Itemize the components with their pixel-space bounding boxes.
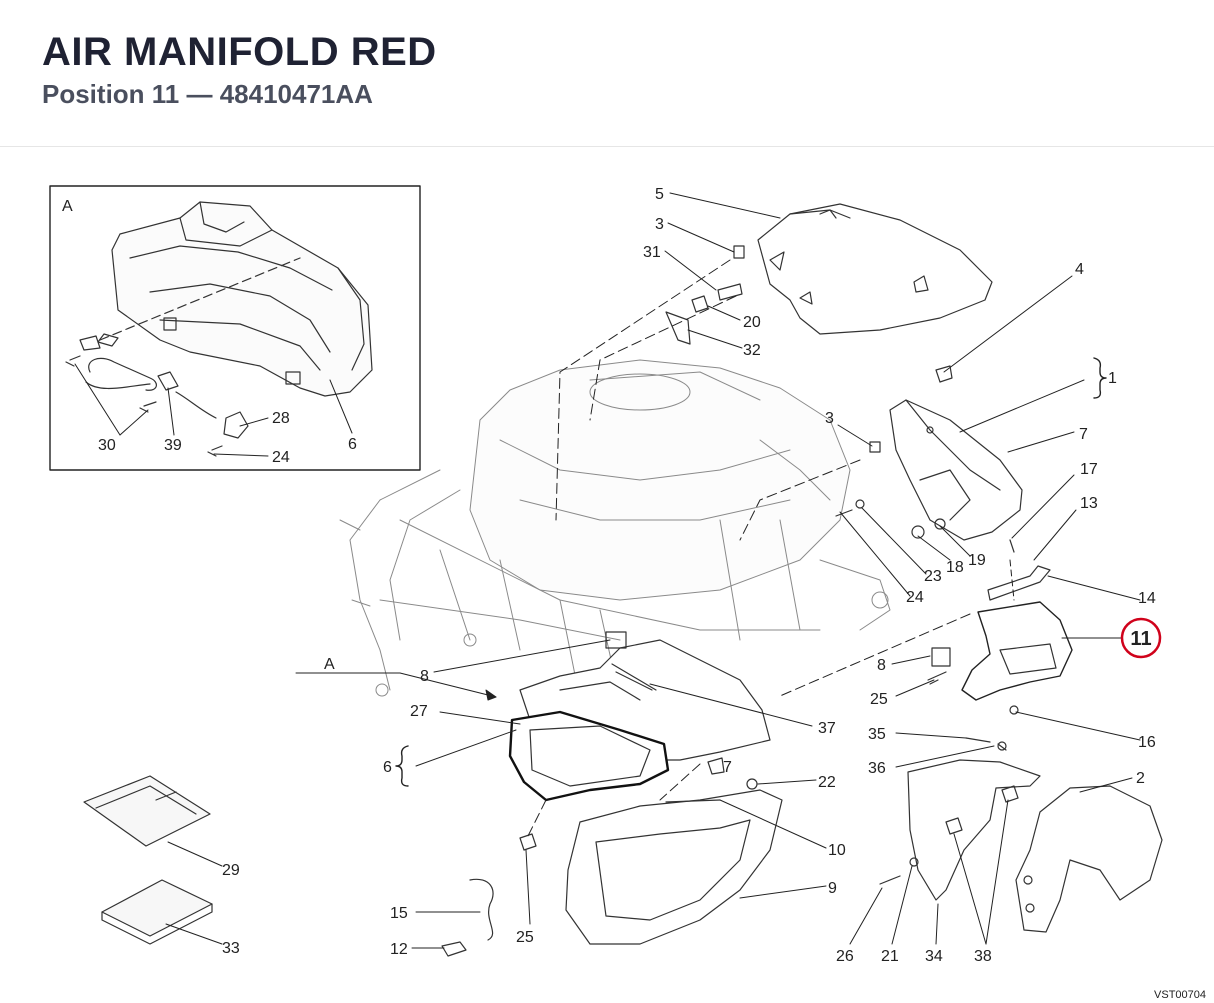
inset-label: A bbox=[62, 198, 73, 215]
callout-7[interactable]: 7 bbox=[723, 759, 732, 776]
callout-5[interactable]: 5 bbox=[655, 186, 664, 203]
callout-30[interactable]: 30 bbox=[98, 437, 116, 454]
callout-12[interactable]: 12 bbox=[390, 941, 408, 958]
callout-34[interactable]: 34 bbox=[925, 948, 943, 965]
callout-8[interactable]: 8 bbox=[877, 657, 886, 674]
callout-10[interactable]: 10 bbox=[828, 842, 846, 859]
part-33-owner-manual bbox=[101, 879, 213, 945]
brace-part-1 bbox=[1093, 357, 1107, 399]
callout-18[interactable]: 18 bbox=[946, 559, 964, 576]
callout-36[interactable]: 36 bbox=[868, 760, 886, 777]
callout-4[interactable]: 4 bbox=[1075, 261, 1084, 278]
callout-33[interactable]: 33 bbox=[222, 940, 240, 957]
leader-lines bbox=[74, 192, 1141, 949]
callout-27[interactable]: 27 bbox=[410, 703, 428, 720]
brace-part-6 bbox=[395, 745, 409, 787]
callout-6[interactable]: 6 bbox=[383, 759, 392, 776]
callout-15[interactable]: 15 bbox=[390, 905, 408, 922]
highlighted-callout-11[interactable]: 11 bbox=[1120, 617, 1162, 659]
callout-11[interactable]: 11 bbox=[1130, 628, 1151, 650]
callout-1[interactable]: 1 bbox=[1108, 370, 1117, 387]
callout-39[interactable]: 39 bbox=[164, 437, 182, 454]
part-1-headlight-bracket bbox=[889, 399, 1023, 541]
callout-24[interactable]: 24 bbox=[272, 449, 290, 466]
callout-32[interactable]: 32 bbox=[743, 342, 761, 359]
callout-29[interactable]: 29 bbox=[222, 862, 240, 879]
callout-31[interactable]: 31 bbox=[643, 244, 661, 261]
callout-17[interactable]: 17 bbox=[1080, 461, 1098, 478]
callout-20[interactable]: 20 bbox=[743, 314, 761, 331]
callout-26[interactable]: 26 bbox=[836, 948, 854, 965]
callout-14[interactable]: 14 bbox=[1138, 590, 1156, 607]
exploded-parts-diagram: A A 1 2 3 3 4 5 6 6 7 7 8 8 9 10 12 13 1… bbox=[49, 185, 1163, 965]
callout-8[interactable]: 8 bbox=[420, 668, 429, 685]
part-9-side-fairing bbox=[565, 789, 783, 945]
page-title: AIR MANIFOLD RED bbox=[42, 30, 437, 74]
hardware-small-parts bbox=[441, 245, 1019, 957]
callout-3[interactable]: 3 bbox=[825, 410, 834, 427]
callout-19[interactable]: 19 bbox=[968, 552, 986, 569]
part-29-tool-pouch bbox=[83, 775, 211, 847]
callout-38[interactable]: 38 bbox=[974, 948, 992, 965]
callout-25[interactable]: 25 bbox=[516, 929, 534, 946]
part-6-airbox-seal bbox=[508, 710, 670, 802]
part-11-air-manifold bbox=[961, 565, 1073, 701]
callout-25[interactable]: 25 bbox=[870, 691, 888, 708]
callout-21[interactable]: 21 bbox=[881, 948, 899, 965]
callout-6[interactable]: 6 bbox=[348, 436, 357, 453]
callout-28[interactable]: 28 bbox=[272, 410, 290, 427]
callout-3[interactable]: 3 bbox=[655, 216, 664, 233]
page-subtitle: Position 11 — 48410471AA bbox=[42, 79, 373, 109]
callout-2[interactable]: 2 bbox=[1136, 770, 1145, 787]
inset-part-sketch bbox=[65, 201, 373, 457]
callout-13[interactable]: 13 bbox=[1080, 495, 1098, 512]
callout-24[interactable]: 24 bbox=[906, 589, 924, 606]
callout-22[interactable]: 22 bbox=[818, 774, 836, 791]
callout-23[interactable]: 23 bbox=[924, 568, 942, 585]
callout-9[interactable]: 9 bbox=[828, 880, 837, 897]
callout-16[interactable]: 16 bbox=[1138, 734, 1156, 751]
diagram-code: VST00704 bbox=[1154, 989, 1206, 1001]
part-2-front-fender bbox=[1015, 785, 1163, 933]
callout-7[interactable]: 7 bbox=[1079, 426, 1088, 443]
callout-37[interactable]: 37 bbox=[818, 720, 836, 737]
part-34-side-panel bbox=[907, 759, 1041, 901]
page-header: AIR MANIFOLD RED Position 11 — 48410471A… bbox=[0, 0, 1214, 147]
callout-a-label: A bbox=[324, 656, 335, 673]
callout-35[interactable]: 35 bbox=[868, 726, 886, 743]
motorcycle-frame-sketch bbox=[339, 359, 891, 701]
part-5-top-cover bbox=[757, 203, 993, 335]
